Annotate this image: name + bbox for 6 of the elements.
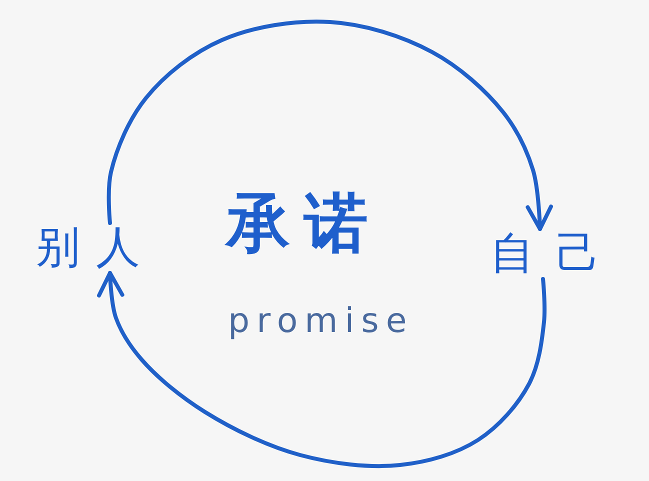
- curved-arrow: [97, 271, 547, 468]
- node-text: 别人: [36, 226, 156, 270]
- center-subtitle: promise: [228, 304, 414, 338]
- node-text: 自己: [490, 232, 622, 276]
- center-title: 承诺: [226, 192, 382, 256]
- curved-arrow: [106, 20, 553, 231]
